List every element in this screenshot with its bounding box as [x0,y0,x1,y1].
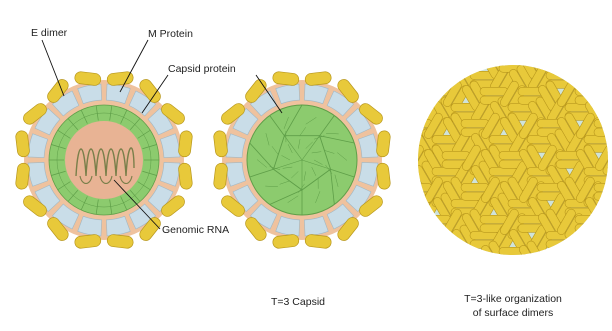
e-dimer [376,163,391,190]
e-dimer [178,163,193,190]
virion-with-capsid [213,71,391,249]
surface-dimer-organization [404,48,612,273]
e-dimer [213,163,228,190]
m-protein-label: M Protein [148,28,193,40]
surface-dimer [461,183,489,191]
e-dimer [272,71,299,86]
surface-dimer [546,71,574,79]
surface-dimer [499,55,527,63]
e-dimer [15,163,30,190]
surface-dimer [594,128,612,136]
surface-dimer [480,87,508,95]
t3-capsid-caption: T=3 Capsid [271,296,325,308]
t3-capsid-polyhedron [247,105,357,215]
e-dimer-label: E dimer [31,27,68,39]
surface-dimer [423,215,451,223]
surface-dimer [499,256,527,264]
surface-dimer [594,192,612,200]
surface-dimer [594,183,612,191]
surface-dimer [461,119,489,127]
surface-caption-line1: T=3-like organization [464,293,562,305]
e-dimer [305,234,332,249]
surface-dimer [575,87,603,95]
surface-dimer [594,119,612,127]
surface-dimer [423,87,451,95]
e-dimer [213,130,228,157]
surface-dimer [575,215,603,223]
e-dimer [74,234,101,249]
e-dimer [376,130,391,157]
e-dimer [107,234,134,249]
surface-dimers [404,48,612,273]
virion-cross-section [15,71,193,249]
surface-dimer [546,240,574,248]
surface-dimer [480,215,508,223]
surface-dimer [575,224,603,232]
surface-dimer-field [404,48,612,273]
surface-dimer [404,183,432,191]
e-dimer [272,234,299,249]
surface-dimer [442,151,470,159]
e-dimer [74,71,101,86]
surface-dimer [404,119,432,127]
e-dimer [178,130,193,157]
surface-caption-line2: of surface dimers [473,307,554,319]
capsid-protein-label: Capsid protein [168,63,236,75]
genomic-rna-label: Genomic RNA [162,224,229,236]
e-dimer [305,71,332,86]
e-dimer [15,130,30,157]
